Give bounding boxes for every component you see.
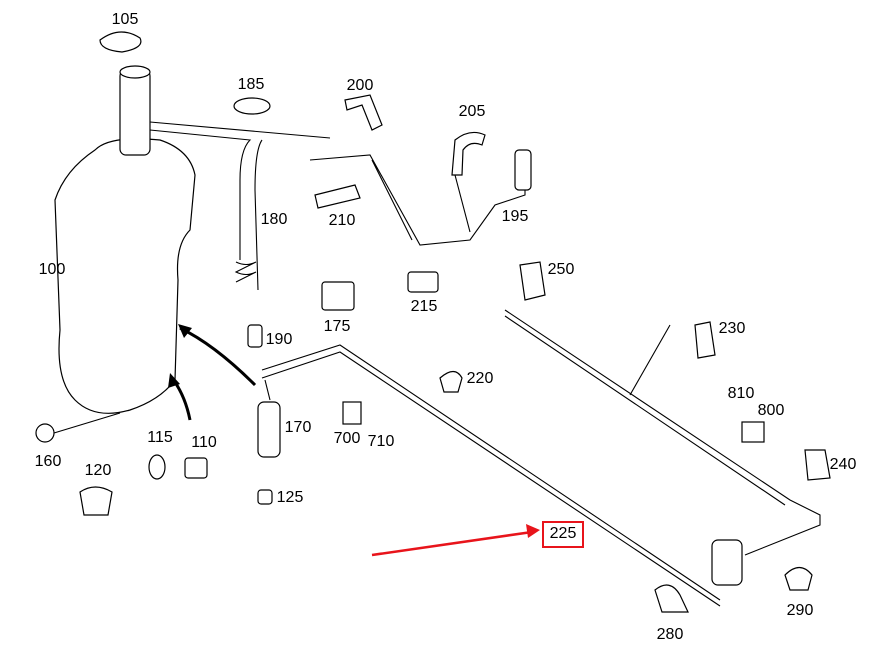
arrow-pump-to-tank xyxy=(179,326,257,387)
nozzle-240[interactable] xyxy=(804,449,831,481)
nozzle-250[interactable] xyxy=(519,261,546,301)
label-240[interactable]: 240 xyxy=(830,456,857,473)
label-290[interactable]: 290 xyxy=(787,602,814,619)
arrowhead xyxy=(178,324,192,338)
plug-125[interactable] xyxy=(257,489,273,505)
valve-800[interactable] xyxy=(741,421,765,443)
label-115[interactable]: 115 xyxy=(147,429,173,446)
check-valve-700[interactable] xyxy=(342,401,362,425)
pump-170[interactable] xyxy=(257,401,281,458)
label-160[interactable]: 160 xyxy=(35,453,62,470)
label-120[interactable]: 120 xyxy=(85,462,112,479)
bracket-175[interactable] xyxy=(321,281,355,311)
label-700[interactable]: 700 xyxy=(334,430,361,447)
washer-line-225[interactable] xyxy=(261,344,721,607)
highlight-box xyxy=(542,521,584,548)
bolt-shaft xyxy=(53,412,121,434)
grommet-185[interactable] xyxy=(233,97,271,115)
hose-210[interactable] xyxy=(314,184,361,209)
label-170[interactable]: 170 xyxy=(285,419,312,436)
label-105[interactable]: 105 xyxy=(112,11,139,28)
label-180[interactable]: 180 xyxy=(261,211,288,228)
washer-tank-100[interactable] xyxy=(54,138,196,414)
connector-195[interactable] xyxy=(514,149,532,191)
nozzle-230[interactable] xyxy=(694,321,716,359)
label-225[interactable]: 225 xyxy=(550,525,577,542)
hose-180[interactable] xyxy=(149,121,331,291)
filler-neck xyxy=(119,69,151,156)
clip-215[interactable] xyxy=(407,271,439,293)
cap-105[interactable] xyxy=(99,31,142,53)
label-800[interactable]: 800 xyxy=(758,402,785,419)
seal-115[interactable] xyxy=(148,454,166,480)
bolt-160[interactable] xyxy=(35,423,55,443)
sensor-110[interactable] xyxy=(184,457,208,479)
hose-200[interactable] xyxy=(344,94,383,131)
label-185[interactable]: 185 xyxy=(238,76,265,93)
filler-neck-top xyxy=(119,65,151,79)
hose-195[interactable] xyxy=(309,154,526,246)
label-250[interactable]: 250 xyxy=(548,261,575,278)
grommet-120[interactable] xyxy=(79,486,113,516)
label-220[interactable]: 220 xyxy=(467,370,494,387)
label-125[interactable]: 125 xyxy=(277,489,304,506)
label-100[interactable]: 100 xyxy=(39,261,66,278)
grommet-line xyxy=(711,539,743,586)
clip-190[interactable] xyxy=(247,324,263,348)
label-190[interactable]: 190 xyxy=(266,331,293,348)
label-195[interactable]: 195 xyxy=(502,208,529,225)
highlight-arrow xyxy=(371,530,533,557)
label-280[interactable]: 280 xyxy=(657,626,684,643)
label-205[interactable]: 205 xyxy=(459,103,486,120)
label-200[interactable]: 200 xyxy=(347,77,374,94)
pump-outlet xyxy=(264,379,271,401)
label-175[interactable]: 175 xyxy=(324,318,351,335)
label-710[interactable]: 710 xyxy=(368,433,395,450)
washer-line-rear[interactable] xyxy=(504,309,821,556)
label-810[interactable]: 810 xyxy=(728,385,755,402)
label-215[interactable]: 215 xyxy=(411,298,438,315)
hose-205[interactable] xyxy=(451,131,486,176)
clip-220[interactable] xyxy=(439,370,463,393)
label-210[interactable]: 210 xyxy=(329,212,356,229)
label-110[interactable]: 110 xyxy=(191,434,217,451)
label-230[interactable]: 230 xyxy=(719,320,746,337)
highlight-arrowhead xyxy=(526,524,540,538)
hose-coil xyxy=(234,261,257,283)
arrowhead xyxy=(168,373,180,388)
clip-290[interactable] xyxy=(784,566,813,591)
clip-280[interactable] xyxy=(654,584,689,613)
